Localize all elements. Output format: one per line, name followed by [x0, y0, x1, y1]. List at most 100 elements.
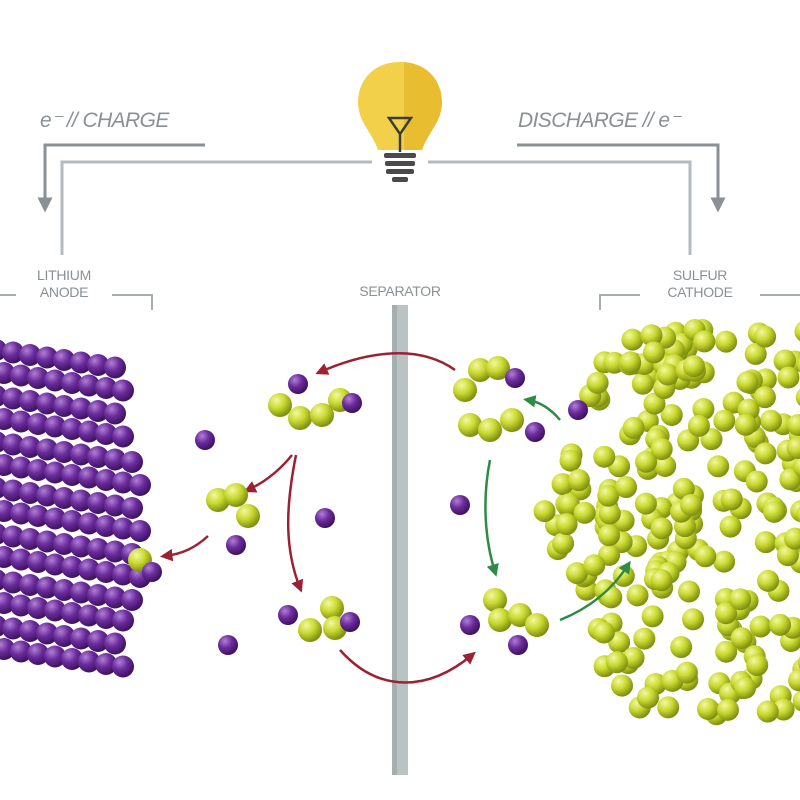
lithium-atom: [44, 553, 66, 576]
sulfur-atom: [763, 500, 786, 523]
sulfur-atom: [552, 532, 575, 555]
lithium-atom: [87, 538, 109, 560]
lithium-atom: [19, 574, 41, 596]
sulfur-atom: [774, 349, 797, 372]
lithium-atom: [36, 484, 58, 507]
lithium-atom: [104, 494, 126, 517]
lithium-atom: [121, 497, 143, 519]
sulfur-atom: [622, 646, 645, 669]
lithium-atom: [27, 459, 49, 481]
anode-label-line1: LITHIUM: [37, 267, 91, 283]
sulfur-atom: [693, 330, 716, 353]
lithium-atom: [70, 581, 92, 604]
sulfur-atom: [657, 696, 680, 719]
circuit-wire: [60, 160, 692, 255]
lithium-atom: [87, 630, 109, 652]
sulfur-atom: [795, 388, 800, 406]
lithium-atom: [95, 423, 117, 445]
sulfur-atom: [640, 324, 663, 347]
lithium-atom: [61, 464, 83, 486]
sulfur-atom: [680, 494, 703, 517]
lithium-ion: [340, 612, 360, 632]
lithium-atom: [53, 441, 75, 463]
sulfur-atom: [486, 356, 510, 380]
sulfur-atom: [236, 504, 260, 528]
charge-label: e⁻ // CHARGE: [40, 109, 169, 132]
separator-label: SEPARATOR: [359, 283, 441, 299]
sulfur-atom: [786, 437, 800, 460]
sulfur-atom: [650, 569, 673, 592]
sulfur-atom: [615, 476, 638, 499]
lithium-ion: [505, 368, 525, 388]
lithium-atom: [10, 594, 32, 617]
sulfur-atom: [796, 506, 800, 523]
discharge-arrow: [517, 143, 726, 213]
lithium-ion: [278, 605, 298, 625]
lithium-atom: [78, 650, 100, 673]
sulfur-atom: [626, 584, 649, 607]
lithium-atom: [19, 620, 41, 642]
sulfur-atom: [619, 351, 642, 374]
lithium-atom: [95, 653, 117, 675]
lithium-atom: [70, 351, 92, 374]
lithium-ion: [315, 508, 335, 528]
sulfur-atom: [759, 409, 782, 432]
sulfur-atom: [715, 640, 738, 663]
sulfur-atom: [224, 483, 248, 507]
lithium-atom: [61, 510, 83, 532]
sulfur-atom: [483, 588, 507, 612]
sulfur-atom: [656, 363, 679, 386]
cathode-label-line1: SULFUR: [672, 267, 728, 283]
sulfur-atom: [729, 588, 752, 611]
lithium-atom: [2, 433, 24, 456]
charge-cycle-arrows: [160, 352, 476, 684]
sulfur-atom: [769, 613, 792, 636]
lithium-ion: [525, 422, 545, 442]
sulfur-atom: [453, 378, 477, 402]
sulfur-atom: [592, 621, 615, 644]
sulfur-atom: [583, 554, 606, 577]
sulfur-atom: [670, 636, 693, 659]
lithium-atom: [61, 418, 83, 440]
sulfur-atom: [597, 484, 620, 507]
lithium-ion: [342, 393, 362, 413]
lithium-atom: [10, 364, 32, 387]
lithium-atom: [78, 512, 100, 535]
lithium-atom: [36, 346, 58, 369]
lithium-atom: [112, 425, 134, 448]
lithium-atom: [53, 579, 75, 601]
lithium-ion: [450, 495, 470, 515]
lithium-atom: [27, 551, 49, 573]
sulfur-atom: [776, 544, 799, 567]
anode-label: LITHIUM ANODE: [14, 267, 114, 301]
sulfur-cathode-cluster: [533, 319, 800, 726]
lithium-atom: [10, 410, 32, 433]
discharge-cycle-arrows: [484, 395, 631, 622]
sulfur-atom: [573, 501, 596, 524]
polysulfide-molecules: [128, 356, 588, 655]
sulfur-atom: [682, 355, 705, 378]
sulfur-atom: [488, 608, 512, 632]
lithium-atom: [19, 436, 41, 458]
lithium-atom: [78, 466, 100, 489]
sulfur-atom: [600, 586, 623, 609]
sulfur-atom: [593, 445, 616, 468]
sulfur-atom: [787, 413, 800, 436]
cathode-label: SULFUR CATHODE: [645, 267, 755, 301]
sulfur-atom: [754, 531, 777, 554]
lithium-atom: [19, 390, 41, 412]
sulfur-atom: [650, 517, 673, 540]
sulfur-atom: [637, 686, 660, 709]
sulfur-atom: [715, 330, 738, 353]
lithium-atom: [10, 502, 32, 525]
lithium-ion: [218, 635, 238, 655]
sulfur-atom: [746, 654, 769, 677]
sulfur-atom: [633, 627, 656, 650]
lithium-ion: [142, 562, 162, 582]
lithium-atom: [19, 528, 41, 550]
lithium-atom: [27, 643, 49, 665]
lithium-atom: [70, 627, 92, 650]
sulfur-atom: [631, 372, 654, 395]
